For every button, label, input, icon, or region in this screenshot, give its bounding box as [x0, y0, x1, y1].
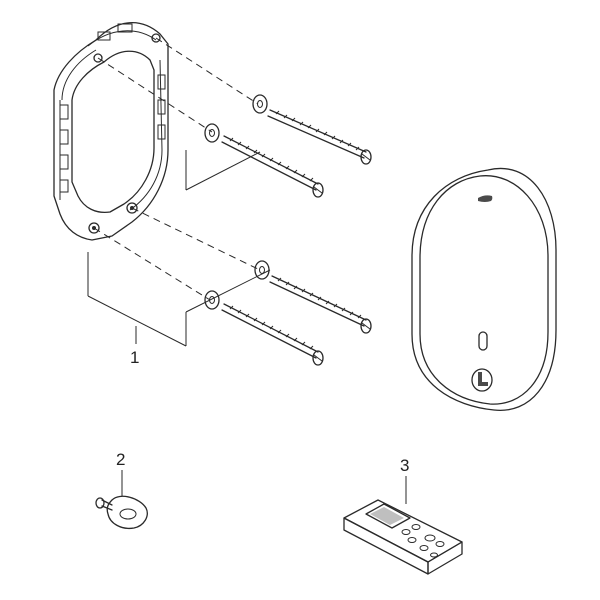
sensor-window: [478, 195, 493, 202]
remote-buttons: [401, 524, 445, 558]
frame-hole-top-right: [151, 33, 161, 43]
frame-ribs: [59, 23, 166, 193]
key-slot: [478, 331, 488, 351]
callout-2: 2: [116, 450, 125, 469]
cover-plate-edge: [411, 167, 557, 411]
screw-top-back: [267, 109, 372, 165]
screw-top-front: [221, 135, 324, 198]
part1-bracket-lines: [87, 150, 271, 347]
frame-rim-ridge-b: [61, 49, 97, 101]
washer-top-back: [252, 94, 268, 114]
remote-control: [343, 476, 463, 575]
callout-1: 1: [130, 348, 139, 367]
frame-hole-bottom-right: [126, 202, 138, 214]
remote-right-side: [427, 541, 463, 575]
frame-outer-outline: [53, 22, 169, 241]
washer-bottom-front: [204, 290, 220, 310]
frame-hole-top-left: [93, 53, 103, 63]
callout-3: 3: [400, 456, 409, 475]
frame-inner-opening: [71, 50, 155, 214]
key-part: [95, 470, 148, 530]
mounting-frame: [53, 22, 169, 241]
frame-hole-bottom-left: [88, 222, 100, 234]
lock-icon: [471, 368, 493, 392]
frame-rim-ridge-d: [129, 59, 163, 211]
cover-plate-face: [419, 175, 549, 405]
cover-plate: [411, 167, 557, 411]
washer-top-front: [204, 123, 220, 143]
key-handle: [106, 495, 148, 530]
screw-bottom-front: [221, 303, 324, 366]
washer-bottom-back: [254, 260, 270, 280]
remote-front-side: [343, 517, 429, 575]
remote-display: [365, 503, 411, 529]
screw-bottom-back: [269, 275, 372, 334]
frame-rim-ridge-a: [87, 30, 157, 47]
alignment-lines: [93, 37, 261, 301]
